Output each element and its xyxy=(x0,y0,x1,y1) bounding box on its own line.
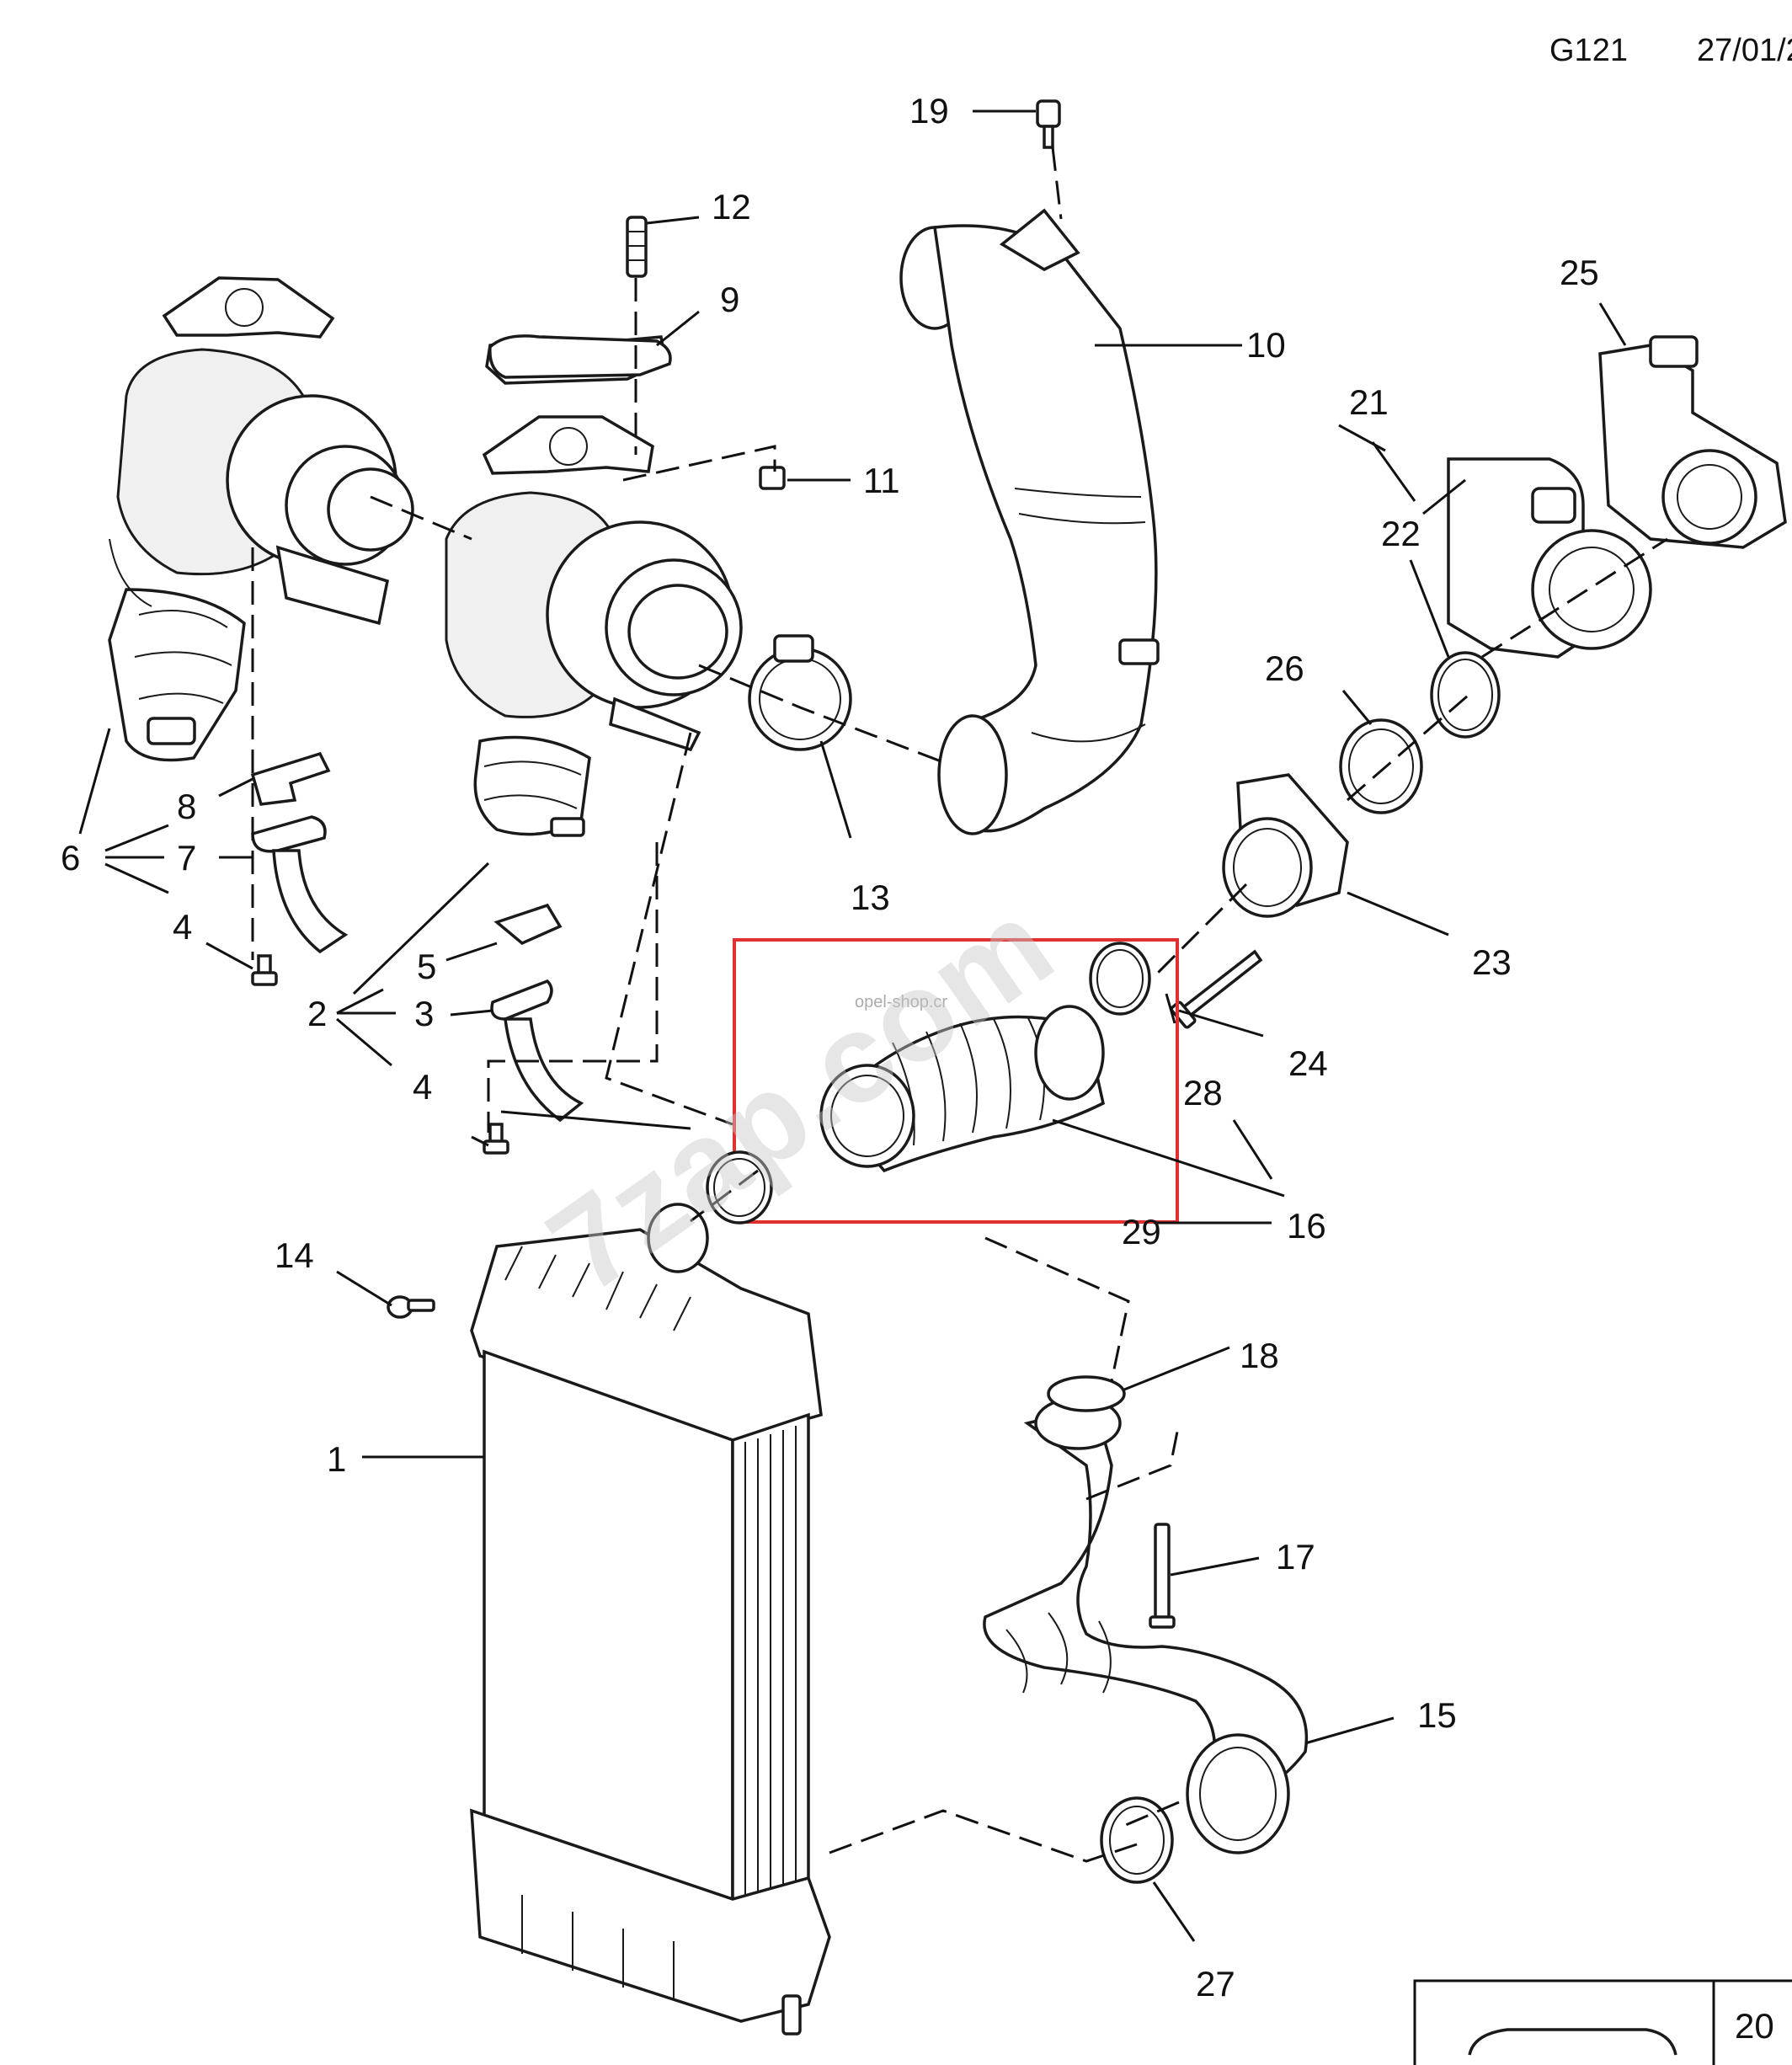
callout-11: 11 xyxy=(863,461,900,500)
callout-7: 7 xyxy=(177,838,196,878)
callouts: 19 12 9 10 11 13 25 21 22 26 23 24 28 16… xyxy=(61,91,1599,2004)
o-ring-22 xyxy=(1430,651,1501,739)
callout-8: 8 xyxy=(177,787,196,826)
callout-25: 25 xyxy=(1560,253,1599,292)
bracket-center xyxy=(483,903,584,1155)
screw-14 xyxy=(387,1295,435,1319)
o-ring-27 xyxy=(1100,1796,1174,1884)
callout-29: 29 xyxy=(1122,1212,1161,1251)
callout-12: 12 xyxy=(712,187,751,227)
callout-4b: 4 xyxy=(413,1067,432,1107)
callout-18: 18 xyxy=(1240,1336,1279,1375)
page-number: 20 xyxy=(1735,2006,1774,2046)
intercooler xyxy=(470,1203,831,2036)
callout-3: 3 xyxy=(414,994,434,1033)
callout-10: 10 xyxy=(1246,325,1286,365)
throttle-body xyxy=(1447,335,1787,659)
clamp-26 xyxy=(1339,718,1423,814)
page-box: 20 xyxy=(1413,1979,1792,2065)
leader-lines xyxy=(78,109,1627,1942)
clamp-18 xyxy=(1047,1375,1126,1412)
callout-22: 22 xyxy=(1381,514,1421,553)
callout-24: 24 xyxy=(1288,1043,1328,1083)
intercooler-hose-15 xyxy=(983,1396,1309,1854)
highlight-box xyxy=(733,938,1179,1224)
callout-4a: 4 xyxy=(173,907,192,947)
air-hose-top xyxy=(899,99,1160,835)
assembly-lines xyxy=(251,147,1668,1863)
intercooler-hose-16 xyxy=(819,942,1151,1173)
callout-27: 27 xyxy=(1196,1964,1235,2004)
callout-9: 9 xyxy=(720,280,739,319)
bolt-24 xyxy=(1170,949,1263,1029)
callout-13: 13 xyxy=(851,878,890,917)
bracket-left xyxy=(250,751,349,986)
hose-clamp-13 xyxy=(748,634,852,751)
stud-gasket-nut xyxy=(488,216,786,490)
turbocharger-center xyxy=(445,335,743,837)
callout-28: 28 xyxy=(1183,1073,1223,1113)
callout-17: 17 xyxy=(1276,1537,1315,1577)
callout-19: 19 xyxy=(909,91,949,131)
diagram-code: G121 xyxy=(1549,33,1628,68)
callout-23: 23 xyxy=(1472,942,1512,982)
turbocharger-left xyxy=(108,276,414,762)
watermark-small: opel-shop.cr xyxy=(855,993,947,1011)
callout-16: 16 xyxy=(1287,1206,1326,1246)
callout-21: 21 xyxy=(1349,382,1389,422)
callout-14: 14 xyxy=(275,1235,314,1275)
callout-1: 1 xyxy=(327,1439,346,1479)
callout-6: 6 xyxy=(61,838,80,878)
callout-26: 26 xyxy=(1265,648,1304,688)
bolt-17 xyxy=(1149,1523,1176,1629)
o-ring-29 xyxy=(706,1150,773,1225)
diagram-date: 27/01/2 xyxy=(1697,33,1792,68)
flange-23 xyxy=(1222,773,1349,918)
callout-5: 5 xyxy=(417,947,436,986)
callout-15: 15 xyxy=(1417,1695,1457,1735)
callout-2: 2 xyxy=(307,994,327,1033)
